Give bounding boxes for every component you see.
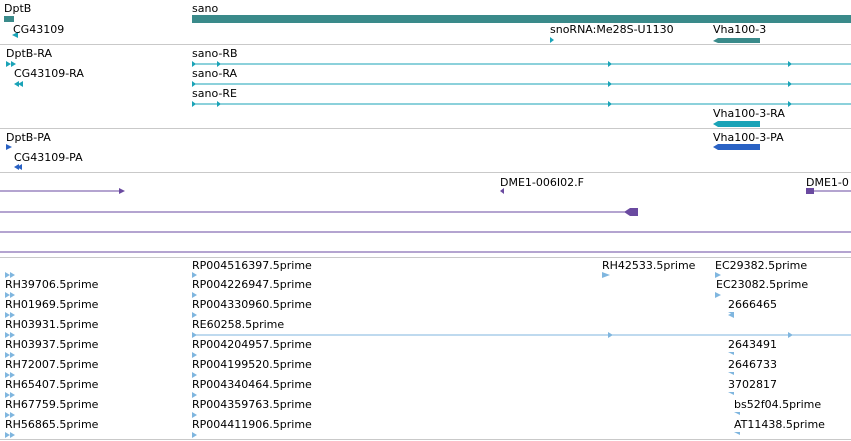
gene-bar-dptb[interactable]: [4, 16, 14, 22]
transcript-sano-re[interactable]: [192, 101, 851, 107]
est-label[interactable]: RH03931.5prime: [5, 318, 99, 331]
transcript-vha100-3-ra[interactable]: [713, 121, 760, 127]
gene-label-cg43109[interactable]: CG43109: [13, 23, 65, 36]
est-label[interactable]: RH39706.5prime: [5, 278, 99, 291]
est-label[interactable]: RH42533.5prime: [602, 259, 696, 272]
est-label[interactable]: EC23082.5prime: [716, 278, 809, 291]
transcript-sano-ra[interactable]: [192, 81, 851, 87]
alignment-line-2[interactable]: [0, 208, 638, 216]
est-label[interactable]: RH67759.5prime: [5, 398, 99, 411]
gene-label-sano[interactable]: sano: [192, 2, 219, 15]
alignment-dme1-006i02[interactable]: [500, 188, 504, 194]
est-label[interactable]: RH56865.5prime: [5, 418, 99, 431]
gene-label-dptb[interactable]: DptB: [4, 2, 32, 15]
est-label[interactable]: 2646733: [728, 358, 777, 371]
track-separator-transcripts: [0, 128, 851, 129]
track-separator-alignments: [0, 257, 851, 258]
alignment-label-dme1-0[interactable]: DME1-0: [806, 176, 849, 189]
gene-label-vha100-3[interactable]: Vha100-3: [713, 23, 767, 36]
alignment-line-1[interactable]: [0, 188, 125, 194]
est-label[interactable]: RP004340464.5prime: [192, 378, 312, 391]
protein-label-vha100-3-pa[interactable]: Vha100-3-PA: [713, 131, 784, 144]
transcript-dptb-ra[interactable]: [6, 61, 16, 67]
protein-label-cg43109-pa[interactable]: CG43109-PA: [14, 151, 83, 164]
gene-bar-sano[interactable]: [192, 15, 851, 23]
est-label[interactable]: EC29382.5prime: [715, 259, 808, 272]
est-label[interactable]: RP004411906.5prime: [192, 418, 312, 431]
est-label[interactable]: AT11438.5prime: [734, 418, 825, 431]
est-label[interactable]: 2643491: [728, 338, 777, 351]
est-label[interactable]: RP004516397.5prime: [192, 259, 312, 272]
gene-bar-cg43109[interactable]: [12, 32, 18, 38]
transcript-label-sano-rb[interactable]: sano-RB: [192, 47, 238, 60]
est-label[interactable]: RP004359763.5prime: [192, 398, 312, 411]
transcript-label-sano-ra[interactable]: sano-RA: [192, 67, 238, 80]
est-label[interactable]: RH03937.5prime: [5, 338, 99, 351]
est-label[interactable]: bs52f04.5prime: [734, 398, 822, 411]
gene-bar-snorna[interactable]: [550, 37, 554, 43]
alignment-label-dme1-006i02[interactable]: DME1-006I02.F: [500, 176, 584, 189]
est-label[interactable]: RP004226947.5prime: [192, 278, 312, 291]
est-label[interactable]: 3702817: [728, 378, 777, 391]
est-label[interactable]: RP004199520.5prime: [192, 358, 312, 371]
transcript-cg43109-ra[interactable]: [14, 81, 23, 87]
transcript-label-dptb-ra[interactable]: DptB-RA: [6, 47, 53, 60]
est-label[interactable]: RH01969.5prime: [5, 298, 99, 311]
est-label[interactable]: RP004204957.5prime: [192, 338, 312, 351]
protein-vha100-3-pa[interactable]: [713, 144, 760, 150]
est-label[interactable]: 2666465: [728, 298, 777, 311]
est-label[interactable]: RP004330960.5prime: [192, 298, 312, 311]
est-label[interactable]: RH72007.5prime: [5, 358, 99, 371]
transcript-label-sano-re[interactable]: sano-RE: [192, 87, 237, 100]
transcript-label-vha100-3-ra[interactable]: Vha100-3-RA: [713, 107, 785, 120]
est-label[interactable]: RH65407.5prime: [5, 378, 99, 391]
protein-label-dptb-pa[interactable]: DptB-PA: [6, 131, 51, 144]
est-glyphs[interactable]: [5, 272, 740, 438]
gene-label-snorna[interactable]: snoRNA:Me28S-U1130: [550, 23, 674, 36]
track-separator-proteins: [0, 172, 851, 173]
transcript-sano-rb[interactable]: [192, 61, 851, 67]
track-separator-genes: [0, 44, 851, 45]
est-label[interactable]: RE60258.5prime: [192, 318, 285, 331]
alignment-dme1-0[interactable]: [806, 188, 851, 194]
gene-bar-vha100-3[interactable]: [713, 38, 760, 43]
est-line-re60258[interactable]: [192, 332, 851, 338]
protein-cg43109-pa[interactable]: [14, 164, 22, 170]
protein-dptb-pa[interactable]: [6, 144, 12, 150]
transcript-label-cg43109-ra[interactable]: CG43109-RA: [14, 67, 84, 80]
track-separator-ests: [0, 439, 851, 440]
